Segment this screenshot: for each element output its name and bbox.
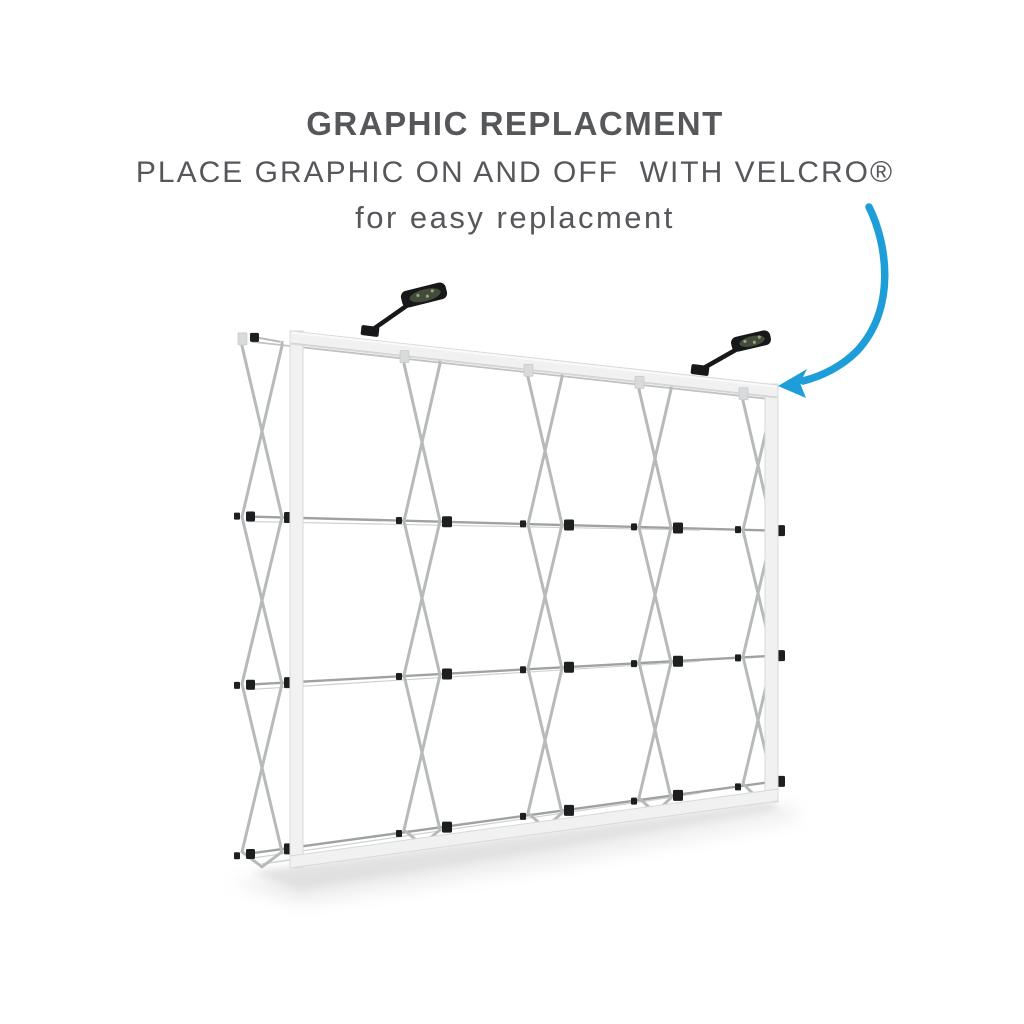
frame-lattice	[234, 332, 785, 869]
spotlight-left-icon	[360, 282, 448, 337]
caption-tagline: for easy replacment	[355, 200, 675, 236]
floor-shadow	[230, 801, 800, 904]
caption-block: GRAPHIC REPLACMENT PLACE GRAPHIC ON AND …	[3, 104, 1024, 238]
frame-border	[237, 330, 779, 869]
caption-subtitle: PLACE GRAPHIC ON AND OFF WITH VELCRO®	[135, 155, 895, 189]
caption-title: GRAPHIC REPLACMENT	[306, 105, 724, 142]
velcro-arrow-icon	[778, 203, 889, 398]
spotlight-right-icon	[690, 330, 771, 376]
